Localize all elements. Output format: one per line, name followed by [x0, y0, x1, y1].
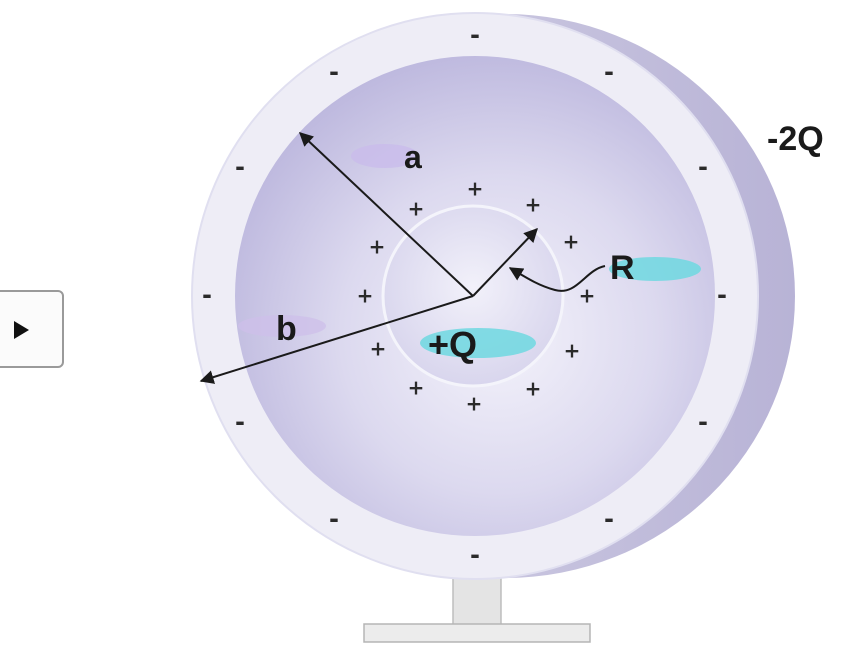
plus-sign-11: +	[525, 377, 542, 401]
label-outer-charge: -2Q	[767, 120, 824, 158]
play-button[interactable]	[0, 290, 64, 368]
minus-sign-5: -	[698, 153, 708, 181]
highlight-R	[609, 257, 701, 281]
label-R: R	[610, 249, 635, 287]
radius-b-line	[199, 295, 474, 384]
highlight-Q	[420, 328, 536, 358]
minus-sign-2: -	[329, 58, 339, 86]
charge-signs: + + + + + + + + + + + + - - - - - - - - - - - -	[202, 21, 727, 569]
plus-sign-7: +	[579, 284, 596, 308]
minus-sign-4: -	[235, 153, 245, 181]
label-inner-charge: +Q	[428, 324, 477, 365]
radius-R-line	[472, 227, 538, 297]
plus-sign-6: +	[357, 284, 374, 308]
minus-sign-8: -	[235, 408, 245, 436]
plus-sign-8: +	[370, 337, 387, 361]
highlight-a	[351, 144, 419, 168]
plus-sign-2: +	[408, 197, 425, 221]
R-pointer-curve	[508, 265, 606, 292]
radius-a-line	[298, 132, 474, 297]
minus-sign-6: -	[202, 281, 212, 309]
plus-sign-4: +	[369, 235, 386, 259]
plus-sign-1: +	[467, 177, 484, 201]
plus-sign-3: +	[525, 193, 542, 217]
minus-sign-11: -	[604, 505, 614, 533]
highlight-b	[238, 315, 326, 337]
plus-sign-10: +	[408, 376, 425, 400]
plus-sign-5: +	[563, 230, 580, 254]
label-b: b	[276, 310, 297, 348]
plus-sign-9: +	[564, 339, 581, 363]
label-a: a	[404, 139, 422, 175]
minus-sign-10: -	[329, 505, 339, 533]
plus-sign-12: +	[466, 392, 483, 416]
minus-sign-3: -	[604, 58, 614, 86]
minus-sign-12: -	[470, 541, 480, 569]
play-icon	[14, 321, 29, 339]
minus-sign-1: -	[470, 21, 480, 49]
minus-sign-9: -	[698, 408, 708, 436]
minus-sign-7: -	[717, 281, 727, 309]
stand-base	[363, 623, 591, 643]
